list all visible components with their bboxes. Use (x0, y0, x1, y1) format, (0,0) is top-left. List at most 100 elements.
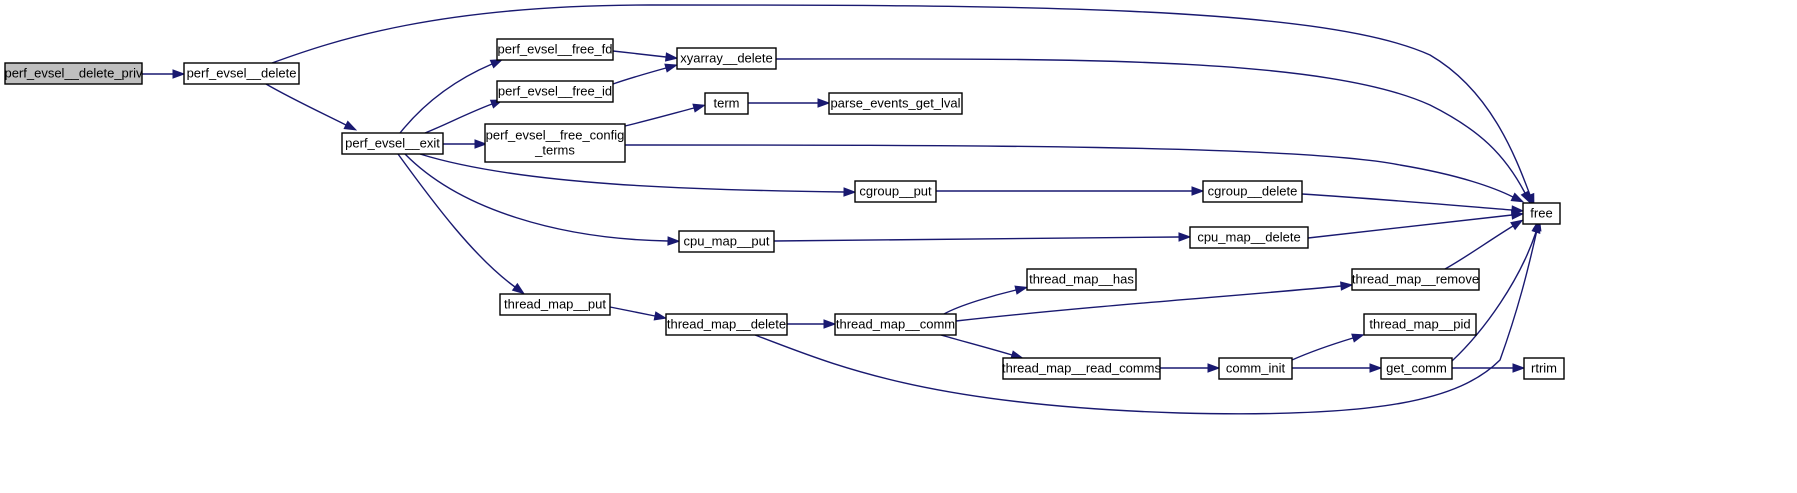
node-comm-init[interactable]: comm_init (1218, 357, 1293, 380)
arrowhead-icon (843, 187, 857, 197)
edge-n17-n23 (1444, 219, 1524, 270)
node-box[interactable] (183, 62, 300, 85)
arrowhead-icon (1191, 186, 1205, 196)
arrowhead-icon (817, 98, 831, 108)
arrowhead-icon (1014, 285, 1029, 295)
edge-line (397, 153, 516, 288)
node-thread-map-read-comms[interactable]: thread_map__read_comms (1002, 357, 1161, 380)
node-box[interactable] (678, 230, 775, 253)
node-label: perf_evsel__free_fd (498, 42, 613, 57)
nodes-layer: perf_evsel__delete_priv perf_evsel__delet… (4, 38, 1565, 380)
node-box[interactable] (676, 47, 777, 70)
node-label: thread_map__remove (1352, 272, 1479, 287)
node-box[interactable] (1202, 180, 1303, 203)
edge-n2-n13 (397, 153, 526, 295)
node-get-comm[interactable]: get_comm (1380, 357, 1453, 380)
node-box[interactable] (1523, 357, 1565, 380)
node-perf-evsel-free-config-terms[interactable]: perf_evsel__free_config_terms (484, 123, 626, 163)
node-box[interactable] (1351, 268, 1480, 291)
node-label: cpu_map__put (683, 234, 769, 249)
arrowhead-icon (1178, 232, 1192, 242)
edge-line (940, 334, 1013, 356)
node-label: rtrim (1531, 361, 1557, 376)
node-box[interactable] (4, 62, 143, 85)
arrowhead-icon (1520, 190, 1531, 204)
edge-line (773, 236, 1180, 242)
node-thread-map-has[interactable]: thread_map__has (1026, 268, 1137, 291)
arrowhead-icon (172, 69, 186, 79)
node-label: term (714, 96, 740, 111)
node-box[interactable] (496, 80, 614, 103)
node-cpu-map-delete[interactable]: cpu_map__delete (1189, 226, 1309, 249)
node-label: perf_evsel__delete (187, 66, 297, 81)
node-box[interactable] (1363, 313, 1477, 336)
node-thread-map-put[interactable]: thread_map__put (499, 293, 611, 316)
edge-line (419, 153, 845, 193)
edge-n12-n23 (1307, 210, 1525, 239)
edge-n19-n20 (1291, 333, 1365, 361)
node-thread-map-pid[interactable]: thread_map__pid (1363, 313, 1477, 336)
node-box[interactable] (1522, 202, 1561, 225)
node-box[interactable] (1002, 357, 1161, 380)
edge-n21-n22 (1452, 363, 1526, 373)
node-perf-evsel-delete-priv[interactable]: perf_evsel__delete_priv (4, 62, 143, 85)
node-thread-map-comm[interactable]: thread_map__comm (834, 313, 957, 336)
edge-n7-n8 (748, 98, 831, 108)
node-thread-map-delete[interactable]: thread_map__delete (665, 313, 788, 336)
node-box[interactable] (704, 92, 749, 115)
node-perf-evsel-free-id[interactable]: perf_evsel__free_id (496, 80, 614, 103)
edge-line (1451, 231, 1537, 362)
arrowhead-icon (1510, 192, 1525, 203)
edge-line (624, 144, 1514, 198)
node-thread-map-remove[interactable]: thread_map__remove (1351, 268, 1480, 291)
arrowhead-icon (667, 236, 681, 246)
node-label: thread_map__put (504, 297, 606, 312)
arrowhead-icon (1207, 363, 1221, 373)
node-box[interactable] (1026, 268, 1137, 291)
node-cgroup-put[interactable]: cgroup__put (854, 180, 937, 203)
node-box[interactable] (1380, 357, 1453, 380)
node-free[interactable]: free (1522, 202, 1561, 225)
node-box[interactable] (834, 313, 957, 336)
node-perf-evsel-free-fd[interactable]: perf_evsel__free_fd (496, 38, 614, 61)
edge-line (1291, 337, 1354, 361)
node-perf-evsel-delete[interactable]: perf_evsel__delete (183, 62, 300, 85)
node-box[interactable] (1189, 226, 1309, 249)
node-parse-events-get-lval[interactable]: parse_events_get_lval (828, 92, 963, 115)
node-box[interactable] (499, 293, 611, 316)
node-box[interactable] (828, 92, 963, 115)
arrowhead-icon (1340, 281, 1354, 291)
arrowhead-icon (664, 52, 679, 62)
node-label: thread_map__pid (1369, 317, 1470, 332)
edge-line (265, 83, 347, 126)
edge-line (754, 229, 1538, 415)
arrowhead-icon (653, 311, 668, 321)
node-label: get_comm (1386, 361, 1447, 376)
node-perf-evsel-exit[interactable]: perf_evsel__exit (341, 132, 444, 155)
edge-line (943, 289, 1017, 315)
edge-n6-n23 (775, 58, 1531, 204)
node-label: thread_map__read_comms (1002, 361, 1161, 376)
edge-n21-n23 (1451, 220, 1541, 362)
arrowhead-icon (343, 120, 358, 131)
node-box[interactable] (496, 38, 614, 61)
edge-n18-n19 (1160, 363, 1221, 373)
node-term[interactable]: term (704, 92, 749, 115)
edge-n1-n2 (265, 83, 358, 131)
arrowhead-icon (823, 319, 837, 329)
edge-n4-n6 (612, 63, 679, 85)
edge-n15-n18 (940, 334, 1024, 360)
edge-n3-n6 (612, 50, 679, 62)
node-box[interactable] (341, 132, 444, 155)
node-xyarray-delete[interactable]: xyarray__delete (676, 47, 777, 70)
node-box[interactable] (484, 123, 626, 163)
node-box[interactable] (854, 180, 937, 203)
node-cpu-map-put[interactable]: cpu_map__put (678, 230, 775, 253)
node-box[interactable] (1218, 357, 1293, 380)
node-cgroup-delete[interactable]: cgroup__delete (1202, 180, 1303, 203)
node-box[interactable] (665, 313, 788, 336)
node-rtrim[interactable]: rtrim (1523, 357, 1565, 380)
edges-layer (142, 4, 1542, 415)
node-label: cgroup__delete (1208, 184, 1298, 199)
